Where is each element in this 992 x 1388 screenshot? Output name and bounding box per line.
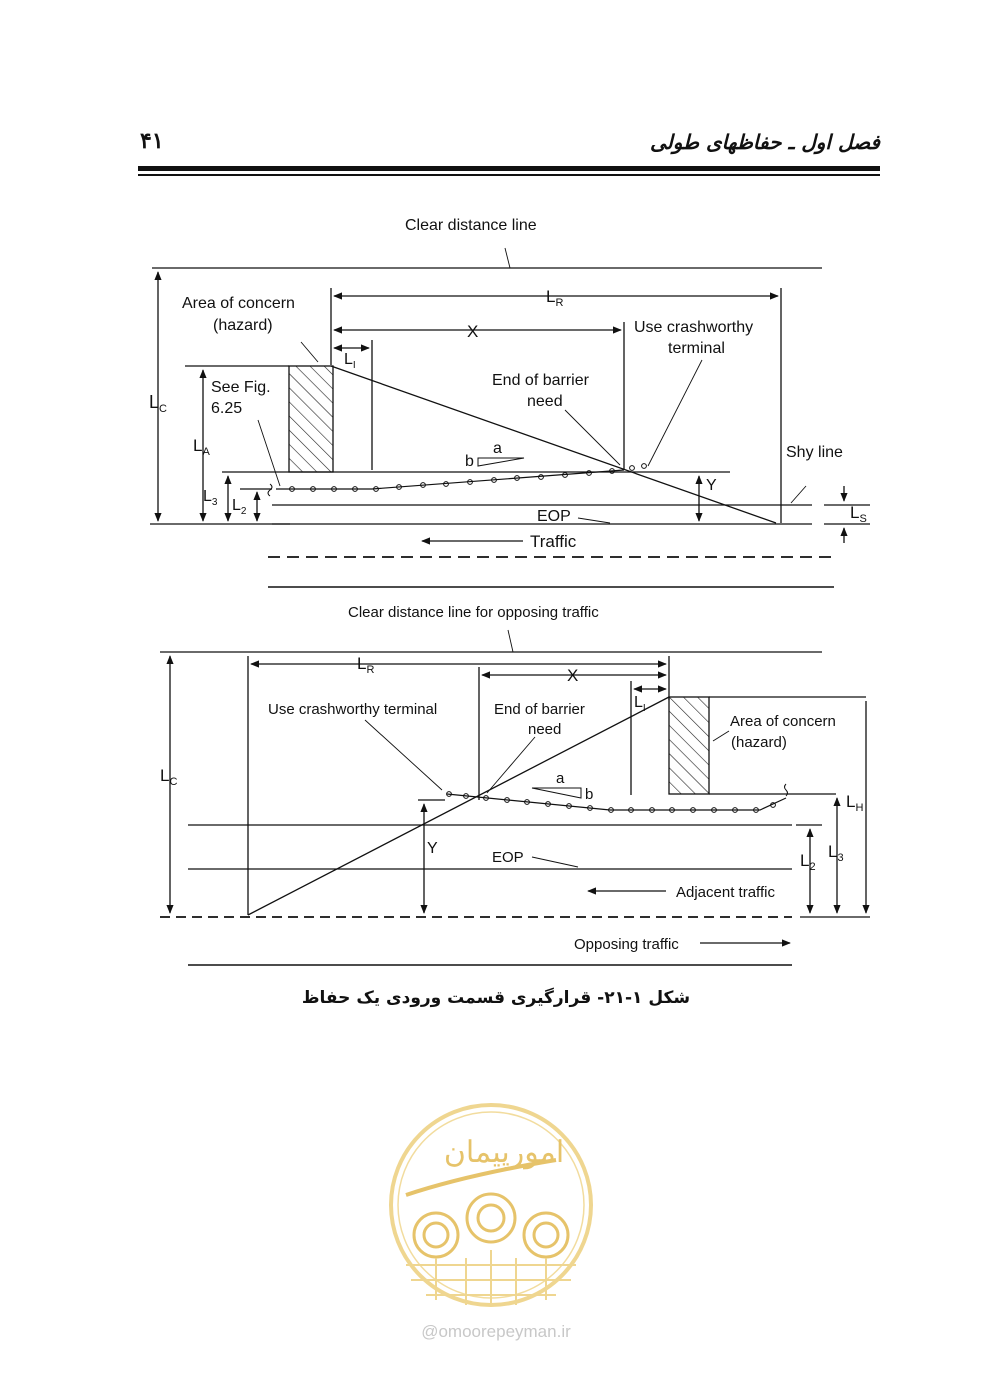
top-lc-label: LC (149, 392, 167, 415)
bottom-need-label: need (528, 721, 561, 738)
bottom-l2-label: L2 (800, 851, 816, 873)
top-runout-line (330, 365, 777, 524)
top-hazard-label: (hazard) (213, 317, 273, 334)
top-lr-label: LR (546, 287, 563, 309)
logo-text: امورپیمان (444, 1136, 564, 1170)
top-traffic-label: Traffic (530, 532, 577, 551)
bottom-l1-label: LI (634, 694, 646, 714)
bottom-barrier (446, 793, 787, 811)
top-diagram (150, 247, 870, 588)
top-clear-distance-label: Clear distance line (405, 217, 537, 234)
bottom-y-label: Y (427, 840, 438, 857)
figure-svg: Clear distance line Area of concern (haz… (149, 217, 870, 966)
bottom-b-label: b (585, 786, 593, 803)
bottom-end-barrier-label: End of barrier (494, 701, 585, 718)
chapter-title: فصل اول ـ حفاظهای طولی (650, 130, 880, 154)
top-ls-label: LS (850, 503, 867, 525)
bottom-diagram (160, 629, 870, 966)
bottom-adjacent-traffic-label: Adjacent traffic (676, 884, 775, 901)
top-a-label: a (493, 440, 502, 457)
top-hazard-box (288, 365, 334, 473)
top-area-label: Area of concern (182, 295, 295, 312)
top-y-label: Y (706, 477, 717, 494)
top-see-fig-label: See Fig. (211, 379, 271, 396)
top-terminal-label: terminal (668, 340, 725, 357)
bottom-x-label: X (567, 666, 578, 685)
figure-caption: شکل ۱-۲۱- قرارگیری قسمت ورودی یک حفاظ (301, 988, 691, 1008)
top-x-label: X (467, 322, 478, 341)
bottom-labels: Clear distance line for opposing traffic… (160, 604, 863, 953)
top-l1-label: LI (344, 351, 356, 371)
header-rule-thick (138, 166, 880, 171)
top-l2-label: L2 (232, 497, 247, 517)
header-rule-thin (138, 174, 880, 176)
bottom-eop-label: EOP (492, 849, 524, 866)
page-number: ۴۱ (140, 128, 164, 154)
bottom-lh-label: LH (846, 792, 863, 814)
bottom-lr-label: LR (357, 654, 374, 676)
top-b-label: b (465, 453, 474, 470)
top-barrier (276, 469, 625, 490)
bottom-hazard-label: (hazard) (731, 734, 787, 751)
bottom-runout-line (247, 696, 670, 916)
top-see-fig-num: 6.25 (211, 400, 242, 417)
bottom-area-label: Area of concern (730, 713, 836, 730)
top-end-barrier-label: End of barrier (492, 372, 590, 389)
top-crashworthy-label: Use crashworthy (634, 319, 753, 336)
bottom-l3-label: L3 (828, 842, 844, 864)
bottom-barrier-posts (446, 791, 776, 813)
top-need-label: need (527, 393, 563, 410)
top-la-label: LA (193, 436, 210, 458)
bottom-clear-distance-label: Clear distance line for opposing traffic (348, 604, 599, 621)
bottom-a-label: a (556, 770, 565, 787)
bottom-opposing-traffic-label: Opposing traffic (574, 936, 679, 953)
top-shy-line-label: Shy line (786, 444, 843, 461)
top-labels: Clear distance line Area of concern (haz… (149, 217, 867, 551)
top-eop-label: EOP (537, 508, 571, 525)
figure-barrier-layout: Clear distance line Area of concern (haz… (148, 205, 872, 975)
watermark-url: @omoorepeyman.ir (421, 1322, 571, 1341)
bottom-hazard-box (668, 696, 710, 795)
bottom-crashworthy-label: Use crashworthy terminal (268, 701, 437, 718)
top-l3-label: L3 (203, 488, 218, 508)
top-barrier-posts (289, 463, 647, 492)
publisher-logo: امورپیمان (386, 1100, 596, 1310)
bottom-lc-label: LC (160, 766, 177, 788)
